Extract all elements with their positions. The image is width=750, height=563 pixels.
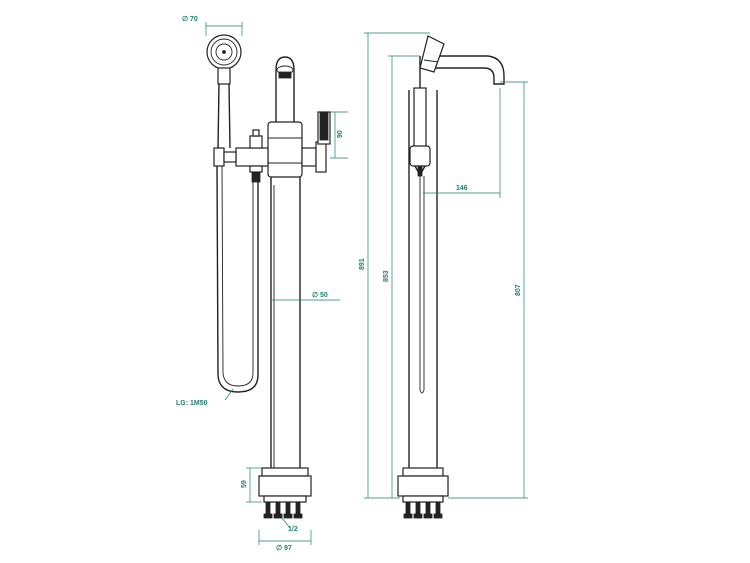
label-thread: 1/2 — [288, 526, 298, 533]
front-inlet-pipes — [263, 501, 303, 519]
label-overall-height: 891 — [359, 258, 366, 270]
label-spout-height: 807 — [515, 284, 522, 296]
dimension-spout-height: 807 — [448, 81, 528, 499]
label-column-diameter: ∅ 50 — [312, 291, 328, 299]
dimension-handle-height: 90 — [330, 111, 348, 159]
dimension-spout-reach: 146 — [423, 88, 501, 198]
dimension-base-height: 59 — [241, 467, 262, 503]
dimension-base-diameter: ∅ 97 — [258, 530, 312, 552]
front-view: ∅ 70 90 ∅ 50 LG: 1M50 59 1/2 — [176, 15, 348, 552]
label-base-diameter: ∅ 97 — [276, 544, 292, 552]
dimension-hose-length: LG: 1M50 — [176, 388, 234, 407]
side-base — [397, 467, 449, 519]
front-hose — [216, 165, 259, 393]
label-hose-length: LG: 1M50 — [176, 400, 208, 407]
front-diverter — [213, 129, 269, 183]
dimension-head-diameter: ∅ 70 — [182, 15, 243, 36]
front-body — [267, 121, 303, 178]
dimension-thread: 1/2 — [281, 517, 298, 533]
dimension-column-height: 853 — [383, 55, 420, 498]
label-head-diameter: ∅ 70 — [182, 15, 198, 23]
side-lever — [419, 35, 445, 73]
dimension-overall-height: 891 — [359, 32, 430, 499]
label-handle-height: 90 — [337, 130, 344, 138]
side-view: 891 853 807 146 — [359, 32, 528, 519]
dimension-column-diameter: ∅ 50 — [271, 291, 340, 301]
front-base — [258, 467, 312, 519]
side-hand-shower — [409, 87, 431, 394]
front-hand-shower — [206, 34, 242, 149]
front-column — [270, 175, 301, 470]
label-spout-reach: 146 — [456, 185, 468, 192]
label-column-height: 853 — [383, 270, 390, 282]
side-inlet-pipes — [403, 501, 443, 519]
front-mixer-handle — [301, 111, 331, 173]
front-spout — [275, 56, 295, 122]
label-base-height: 59 — [241, 480, 248, 488]
side-column — [408, 90, 438, 470]
side-spout — [419, 55, 505, 90]
